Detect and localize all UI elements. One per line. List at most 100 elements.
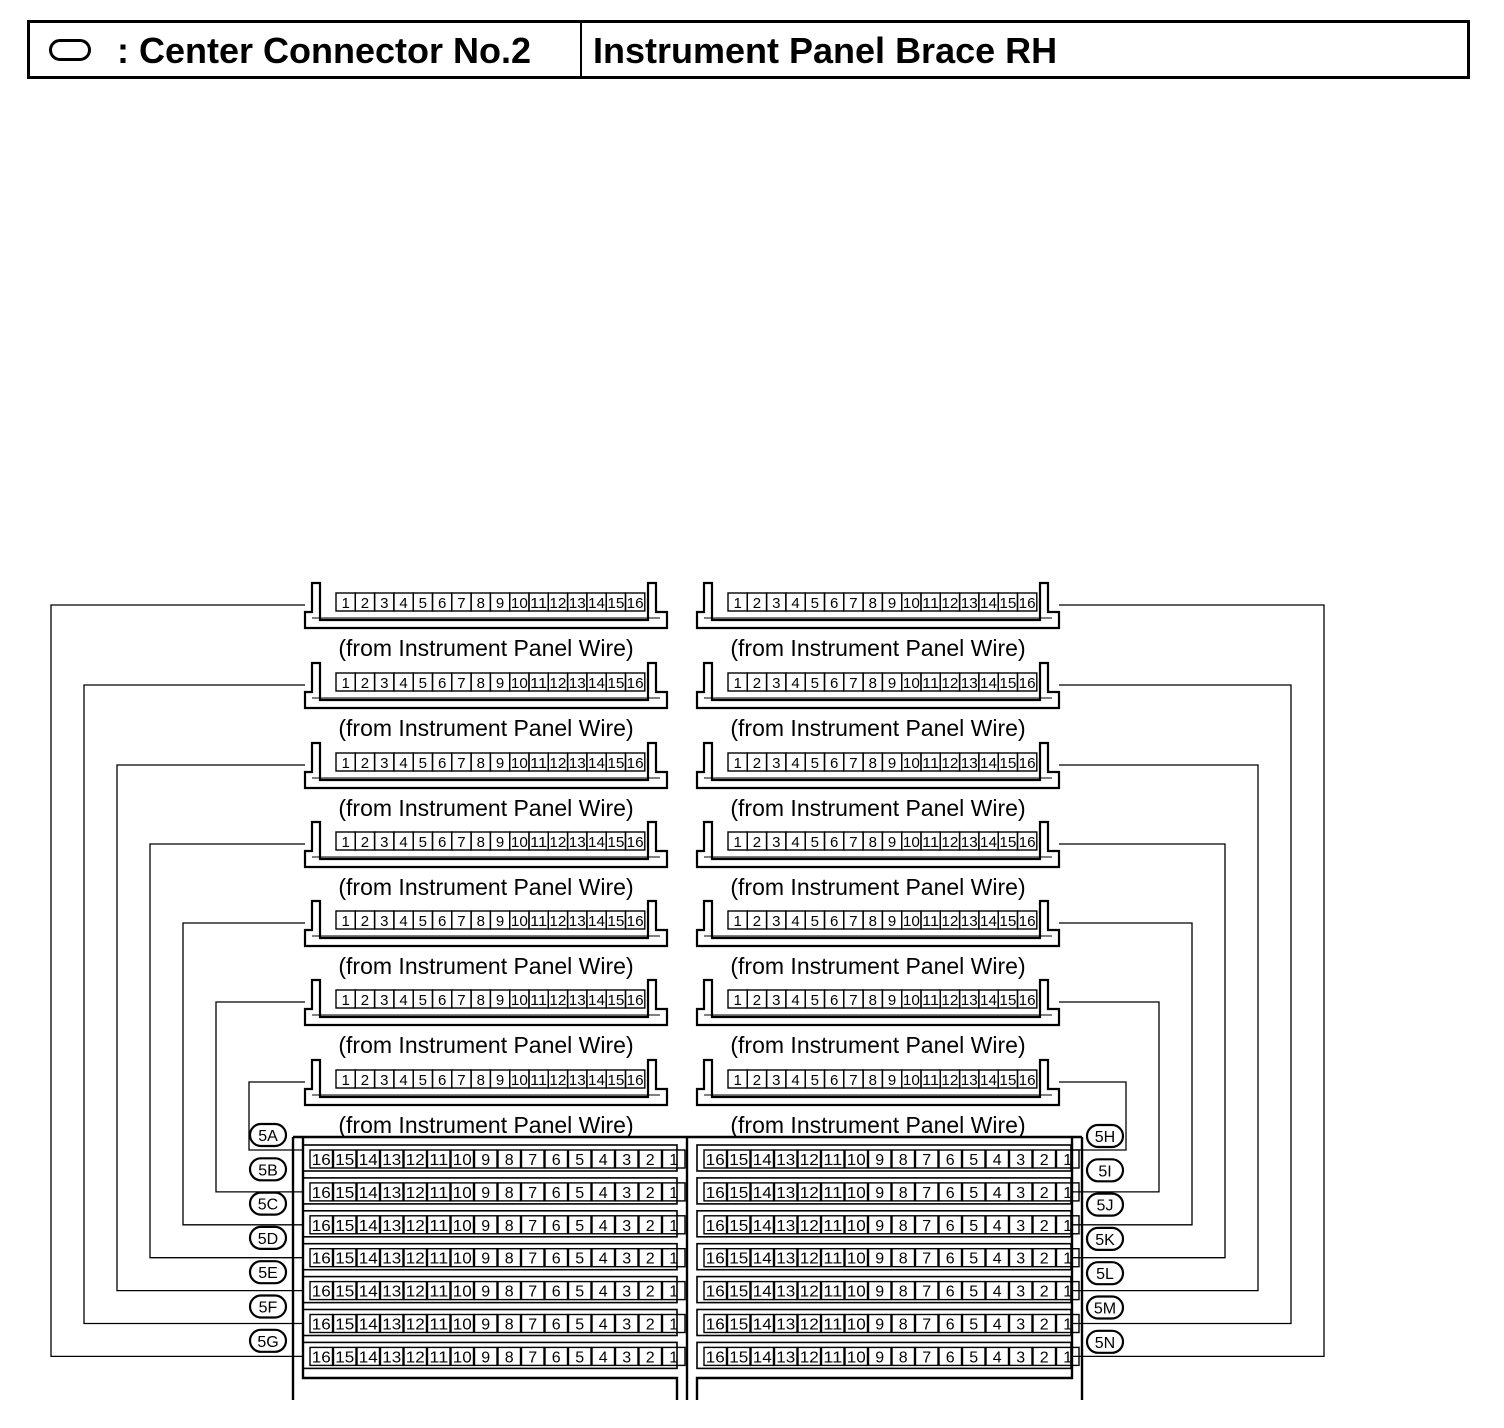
pin-cell bbox=[544, 1346, 569, 1367]
pin-number: 12 bbox=[941, 913, 958, 930]
pin-number: 12 bbox=[800, 1284, 819, 1301]
pin-number: 11 bbox=[530, 992, 547, 1009]
pin-number: 7 bbox=[457, 595, 465, 612]
pin-cell bbox=[797, 1346, 822, 1367]
pin-number: 7 bbox=[528, 1317, 537, 1334]
pin-number: 11 bbox=[823, 1218, 842, 1235]
pin-cell bbox=[544, 1247, 569, 1268]
pin-cell bbox=[1016, 592, 1038, 612]
pin-number: 2 bbox=[361, 675, 369, 692]
wire-source-label: (from Instrument Panel Wire) bbox=[338, 953, 633, 979]
pin-cell bbox=[614, 1346, 639, 1367]
wire-source-label: (from Instrument Panel Wire) bbox=[730, 953, 1025, 979]
pin-number: 4 bbox=[791, 913, 799, 930]
pin-cell bbox=[520, 1313, 545, 1334]
pin-number: 12 bbox=[800, 1152, 819, 1169]
pin-cell bbox=[661, 1182, 686, 1202]
pin-number: 5 bbox=[811, 1072, 819, 1089]
pin-cell bbox=[567, 1313, 592, 1334]
pin-cell bbox=[703, 1313, 728, 1334]
pin-cell bbox=[773, 1215, 798, 1235]
pin-cell bbox=[985, 1346, 1010, 1367]
pin-number: 13 bbox=[776, 1284, 795, 1301]
pin-number: 8 bbox=[899, 1251, 908, 1268]
pin-number: 1 bbox=[669, 1349, 678, 1366]
pin-number: 12 bbox=[800, 1317, 819, 1334]
pin-number: 6 bbox=[552, 1152, 561, 1169]
pin-number: 10 bbox=[453, 1349, 472, 1366]
connector-housing bbox=[695, 741, 1061, 790]
pin-number: 16 bbox=[1019, 992, 1036, 1009]
pin-cell bbox=[473, 1149, 498, 1169]
pin-number: 1 bbox=[669, 1251, 678, 1268]
pin-number: 15 bbox=[729, 1152, 748, 1169]
pin-cell bbox=[624, 989, 646, 1009]
pin-cell bbox=[379, 1313, 404, 1334]
pin-number: 13 bbox=[382, 1317, 401, 1334]
pin-number: 6 bbox=[438, 1072, 446, 1089]
wire-route bbox=[1059, 604, 1325, 1358]
pin-number: 15 bbox=[999, 992, 1016, 1009]
pin-cell bbox=[332, 1247, 357, 1268]
pin-cell bbox=[309, 1182, 334, 1202]
pin-number: 16 bbox=[312, 1284, 331, 1301]
pin-number: 4 bbox=[599, 1152, 608, 1169]
pin-number: 6 bbox=[946, 1349, 955, 1366]
pin-cell bbox=[1016, 1069, 1038, 1089]
pin-number: 8 bbox=[869, 755, 877, 772]
pin-number: 11 bbox=[429, 1251, 448, 1268]
pin-number: 9 bbox=[496, 675, 504, 692]
pin-cell bbox=[332, 1149, 357, 1169]
pin-cell bbox=[1055, 1215, 1080, 1235]
pin-cell bbox=[661, 1280, 686, 1301]
pin-cell bbox=[938, 1280, 963, 1301]
wire-source-label: (from Instrument Panel Wire) bbox=[338, 1032, 633, 1058]
pin-number: 6 bbox=[830, 675, 838, 692]
connector-housing bbox=[303, 741, 669, 790]
pin-number: 3 bbox=[1016, 1251, 1025, 1268]
pin-cell bbox=[867, 1280, 892, 1301]
pin-cell bbox=[1008, 1247, 1033, 1268]
row-housing bbox=[302, 1341, 678, 1370]
pin-number: 2 bbox=[753, 834, 761, 851]
pin-cell bbox=[938, 1313, 963, 1334]
pin-cell bbox=[773, 1182, 798, 1202]
pin-cell bbox=[750, 1182, 775, 1202]
pin-number: 6 bbox=[830, 913, 838, 930]
pin-number: 9 bbox=[481, 1152, 490, 1169]
pin-number: 1 bbox=[341, 595, 349, 612]
pin-number: 12 bbox=[549, 1072, 566, 1089]
pin-number: 8 bbox=[869, 595, 877, 612]
pin-number: 12 bbox=[549, 675, 566, 692]
pin-number: 10 bbox=[453, 1284, 472, 1301]
connector-housing bbox=[695, 899, 1061, 948]
pin-number: 4 bbox=[791, 992, 799, 1009]
connector-id-badge: 5E bbox=[248, 1260, 288, 1285]
pin-cell bbox=[403, 1313, 428, 1334]
pin-cell bbox=[520, 1247, 545, 1268]
pin-cell bbox=[520, 1280, 545, 1301]
pin-number: 1 bbox=[1063, 1152, 1072, 1169]
pin-number: 12 bbox=[406, 1185, 425, 1202]
pin-cell bbox=[638, 1280, 663, 1301]
wire-source-label: (from Instrument Panel Wire) bbox=[730, 715, 1025, 741]
pin-number: 15 bbox=[729, 1251, 748, 1268]
pin-cell bbox=[567, 1215, 592, 1235]
pin-number: 7 bbox=[849, 913, 857, 930]
connector-housing bbox=[303, 899, 669, 948]
pin-number: 14 bbox=[980, 834, 997, 851]
connector-id: 5J bbox=[1097, 1198, 1114, 1215]
pin-cell bbox=[379, 1182, 404, 1202]
wire-route bbox=[1059, 1001, 1160, 1193]
pin-cell bbox=[520, 1149, 545, 1169]
pin-cell bbox=[591, 1280, 616, 1301]
pin-number: 1 bbox=[669, 1152, 678, 1169]
pin-cell bbox=[961, 1313, 986, 1334]
pin-number: 1 bbox=[733, 834, 741, 851]
wire-route bbox=[116, 764, 305, 1292]
pin-number: 8 bbox=[477, 1072, 485, 1089]
